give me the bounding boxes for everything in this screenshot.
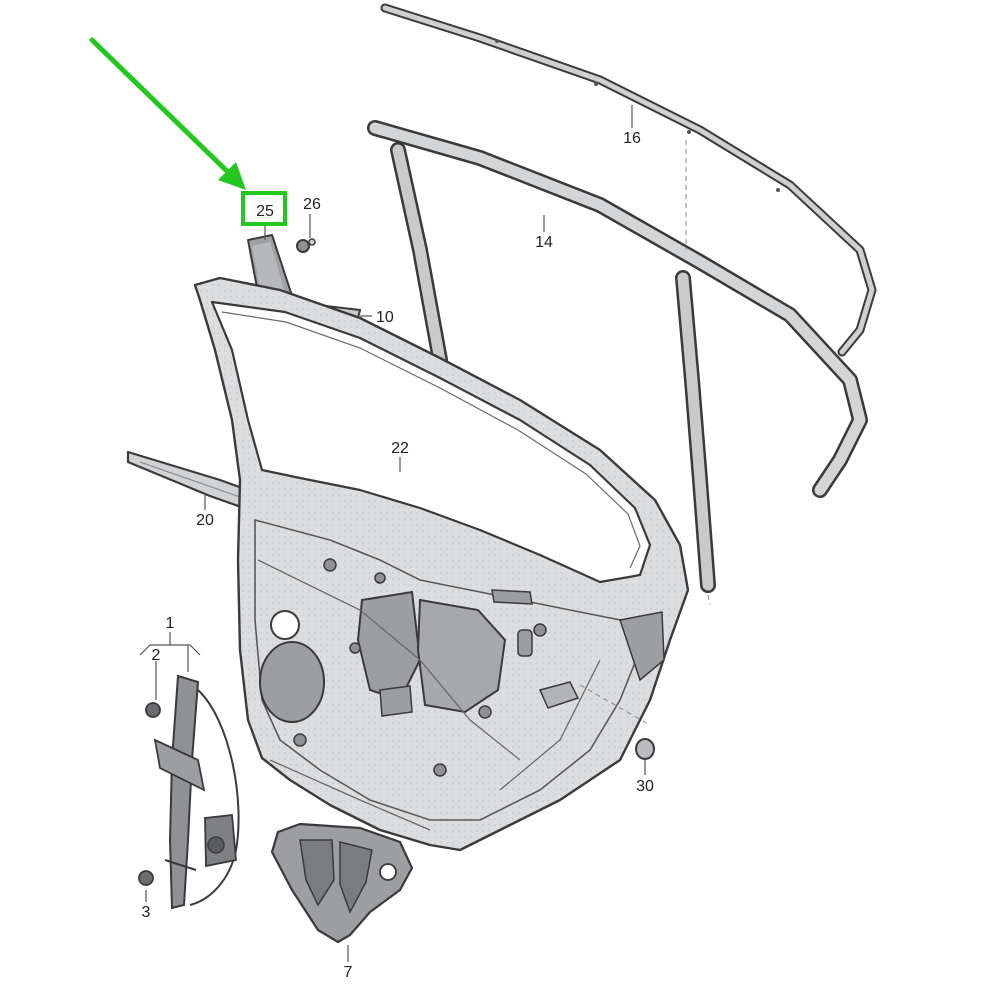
callout-3: 3 [142,904,151,921]
callout-26: 26 [303,196,321,213]
highlight-box [241,191,287,226]
callout-16: 16 [623,130,641,147]
door-shell [193,276,690,852]
callout-20: 20 [196,512,214,529]
part-30-plug [635,738,655,760]
part-3-nut [138,870,154,886]
callout-30: 30 [636,778,654,795]
part-14-window-seal [367,120,868,593]
callout-7: 7 [344,964,353,981]
callout-22: 22 [391,440,409,457]
callout-1: 1 [166,615,175,632]
guide-line [579,684,651,726]
part-1-window-regulator [153,674,240,910]
callout-10: 10 [376,309,394,326]
part-26-clip [296,238,316,253]
highlight-arrow [89,37,246,190]
part-7-access-cover [270,822,414,944]
callout-25: 25 [256,203,274,220]
guide-line [707,594,711,606]
callout-14: 14 [535,234,553,251]
part-2-nut [145,702,161,718]
callout-2: 2 [152,647,161,664]
part-16-outer-trim-strip [380,3,877,357]
leader-lines [139,105,646,962]
